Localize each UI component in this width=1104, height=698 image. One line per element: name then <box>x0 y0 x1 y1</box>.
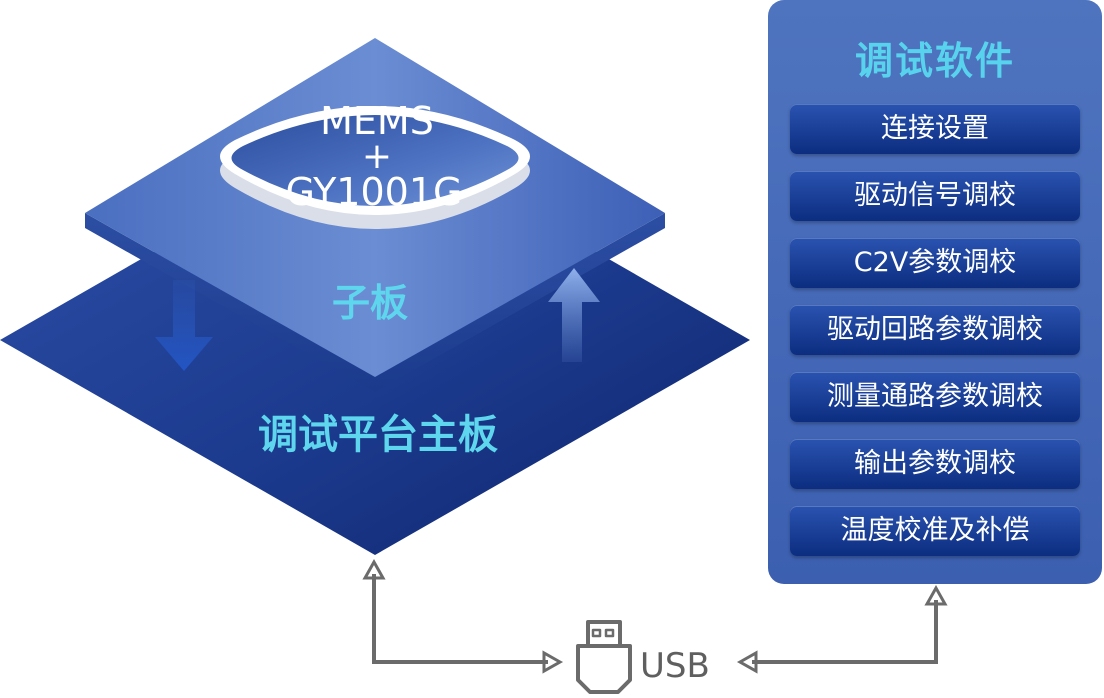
menu-item-c2v-parameter-calibration[interactable]: C2V参数调校 <box>790 238 1080 288</box>
software-function-list: 连接设置 驱动信号调校 C2V参数调校 驱动回路参数调校 测量通路参数调校 输出… <box>790 104 1080 573</box>
board-arrowhead-icon <box>362 558 386 580</box>
software-to-usb-connector <box>752 600 938 664</box>
usb-left-arrowhead-icon <box>736 650 758 674</box>
menu-item-measurement-path-parameter-calibration[interactable]: 测量通路参数调校 <box>790 372 1080 422</box>
chip-face <box>231 115 519 206</box>
up-arrow-icon <box>548 268 600 362</box>
sub-board-label: 子板 <box>332 281 408 325</box>
chip-line-1: MEMS <box>320 99 434 143</box>
usb-right-arrowhead-icon <box>542 650 564 674</box>
debug-software-panel: 调试软件 连接设置 驱动信号调校 C2V参数调校 驱动回路参数调校 测量通路参数… <box>768 0 1102 584</box>
menu-item-output-parameter-calibration[interactable]: 输出参数调校 <box>790 439 1080 489</box>
menu-item-drive-loop-parameter-calibration[interactable]: 驱动回路参数调校 <box>790 305 1080 355</box>
menu-item-temperature-calibration-compensation[interactable]: 温度校准及补偿 <box>790 506 1080 556</box>
usb-icon <box>576 620 632 694</box>
menu-item-connection-settings[interactable]: 连接设置 <box>790 104 1080 154</box>
panel-title: 调试软件 <box>854 39 1015 83</box>
board-to-usb-connector <box>372 574 548 664</box>
software-arrowhead-icon <box>924 584 948 606</box>
chip-line-2: GY1001G <box>286 170 463 214</box>
chip-plus: + <box>362 136 392 177</box>
main-board-label: 调试平台主板 <box>258 412 498 458</box>
menu-item-drive-signal-calibration[interactable]: 驱动信号调校 <box>790 171 1080 221</box>
down-arrow-icon <box>155 280 213 371</box>
usb-label: USB <box>640 646 710 686</box>
